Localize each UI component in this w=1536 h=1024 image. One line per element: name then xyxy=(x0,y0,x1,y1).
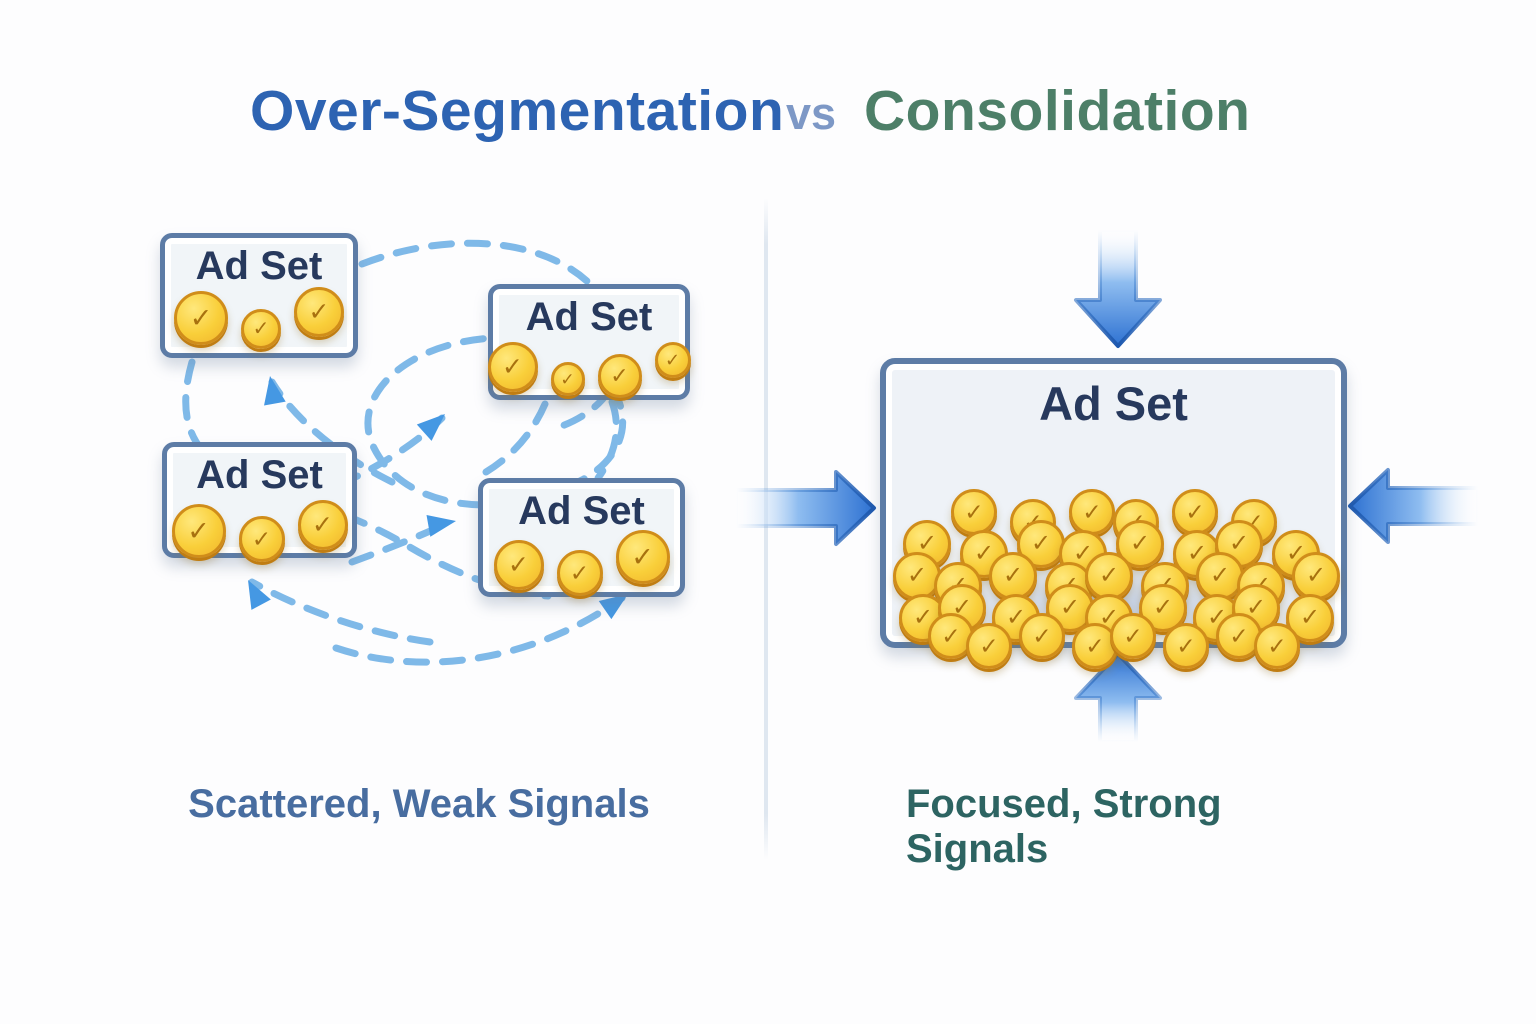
ad-set-box-4: Ad Set ✓ ✓ ✓ xyxy=(478,478,685,597)
coin-icon: ✓ xyxy=(556,550,603,596)
ad-set-box-consolidated: Ad Set ✓✓✓✓✓✓✓✓✓✓✓✓✓✓✓✓✓✓✓✓✓✓✓✓✓✓✓✓✓✓✓✓✓… xyxy=(880,358,1347,669)
title-vs-separator: vs xyxy=(786,88,837,139)
caption-focused-strong-signals: Focused, Strong Signals xyxy=(906,782,1222,871)
coin-icon: ✓ xyxy=(1292,552,1340,600)
ad-set-box-3: Ad Set ✓ ✓ ✓ xyxy=(162,442,357,562)
coin-icon: ✓ xyxy=(487,342,538,392)
coin-icon: ✓ xyxy=(1172,489,1218,535)
ad-set-box-1: Ad Set ✓ ✓ ✓ xyxy=(160,233,358,358)
panel-divider xyxy=(764,198,768,860)
coin-icon: ✓ xyxy=(297,500,348,550)
coin-icon: ✓ xyxy=(654,342,691,378)
coin-icon: ✓ xyxy=(1072,623,1118,669)
coin-group: ✓ ✓ ✓ xyxy=(483,530,680,596)
arrow-right-icon xyxy=(734,470,876,546)
dashed-connector xyxy=(248,578,434,646)
coin-icon: ✓ xyxy=(1019,613,1065,659)
coin-icon: ✓ xyxy=(1163,623,1209,669)
coin-icon: ✓ xyxy=(174,291,228,345)
coin-group: ✓ ✓ ✓ ✓ xyxy=(487,342,691,398)
arrow-left-icon xyxy=(1348,468,1480,544)
coin-icon: ✓ xyxy=(238,516,285,562)
coin-icon: ✓ xyxy=(1017,520,1065,568)
coin-group: ✓ ✓ ✓ xyxy=(167,500,352,562)
ad-set-label: Ad Set xyxy=(525,295,653,339)
arrow-down-icon xyxy=(1074,228,1162,348)
coin-icon: ✓ xyxy=(1254,623,1300,669)
coin-icon: ✓ xyxy=(550,362,585,396)
coin-icon: ✓ xyxy=(615,530,670,584)
coin-icon: ✓ xyxy=(294,287,344,337)
ad-set-label: Ad Set xyxy=(195,244,323,288)
coin-icon: ✓ xyxy=(1110,613,1156,659)
caption-scattered-weak-signals: Scattered, Weak Signals xyxy=(188,782,650,826)
coin-icon: ✓ xyxy=(597,354,642,398)
coin-icon: ✓ xyxy=(966,623,1012,669)
dashed-connector xyxy=(348,518,454,566)
coin-icon: ✓ xyxy=(928,613,974,659)
ad-set-label: Ad Set xyxy=(196,453,323,497)
coin-icon: ✓ xyxy=(1069,489,1115,535)
connector-arrowhead xyxy=(264,376,286,406)
coin-icon: ✓ xyxy=(1216,613,1262,659)
coin-icon: ✓ xyxy=(171,504,226,558)
connector-arrowhead xyxy=(416,414,445,441)
title-over-segmentation: Over-Segmentation xyxy=(250,79,785,143)
coin-icon: ✓ xyxy=(893,552,941,600)
coin-icon: ✓ xyxy=(241,309,281,349)
title-consolidation: Consolidation xyxy=(864,79,1251,143)
coin-group: ✓ ✓ ✓ xyxy=(165,287,353,349)
ad-set-label: Ad Set xyxy=(1039,377,1188,430)
coin-icon: ✓ xyxy=(493,540,544,590)
ad-set-label: Ad Set xyxy=(518,489,645,533)
connector-arrowhead xyxy=(426,515,456,537)
dashed-connector xyxy=(482,400,549,476)
ad-set-box-2: Ad Set ✓ ✓ ✓ ✓ xyxy=(487,284,691,400)
dashed-connector xyxy=(332,594,626,666)
coin-icon: ✓ xyxy=(989,552,1037,600)
dashed-connector xyxy=(594,398,620,482)
connector-arrowhead xyxy=(248,580,271,610)
coin-icon: ✓ xyxy=(951,489,997,535)
coin-pile: ✓✓✓✓✓✓✓✓✓✓✓✓✓✓✓✓✓✓✓✓✓✓✓✓✓✓✓✓✓✓✓✓✓✓✓✓✓✓✓✓ xyxy=(893,416,1340,669)
coin-icon: ✓ xyxy=(1085,552,1133,600)
